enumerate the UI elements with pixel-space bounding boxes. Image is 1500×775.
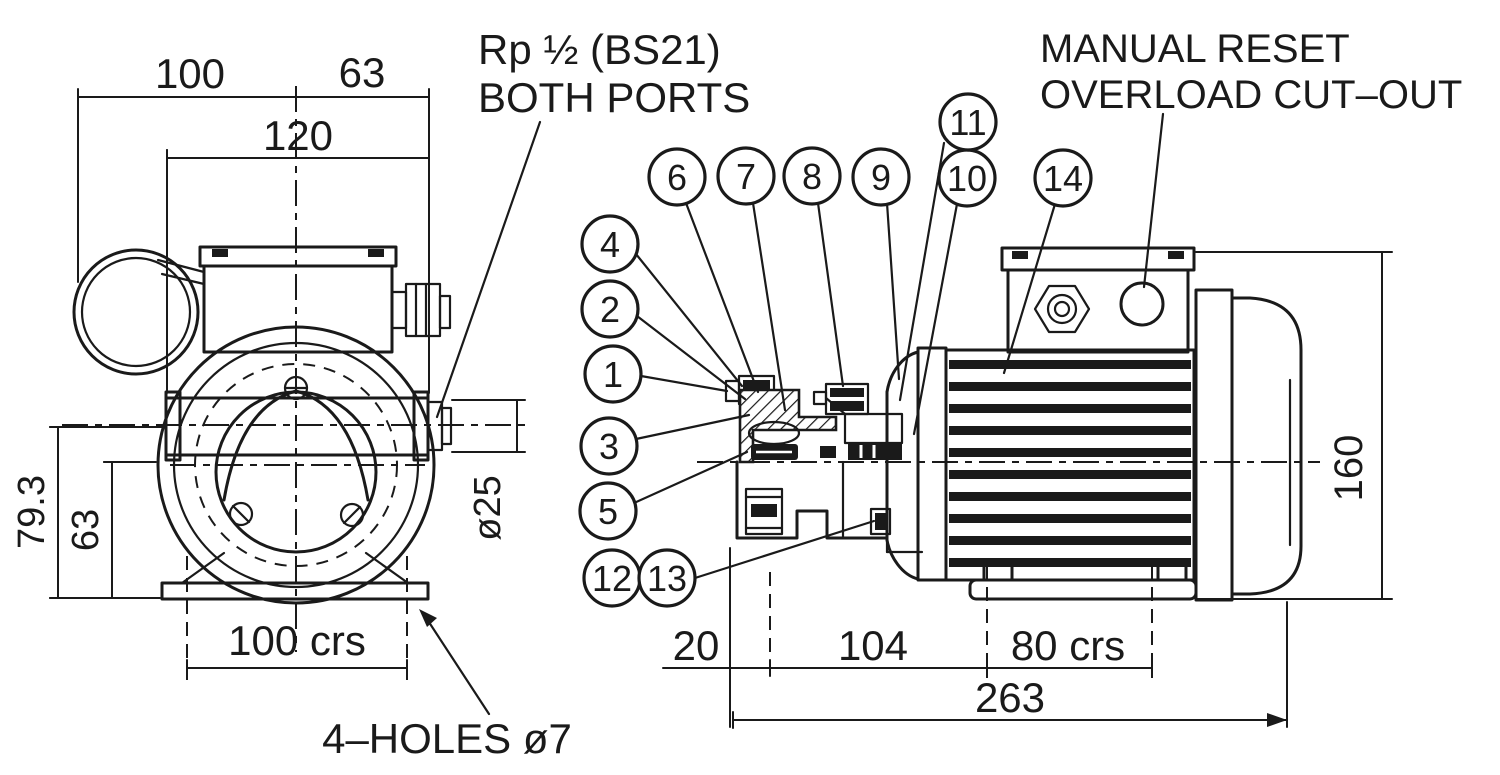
callout-11: 11 (938, 92, 998, 152)
dim-text-263: 263 (975, 674, 1045, 721)
dim-text-100: 100 (155, 50, 225, 97)
ports-leader-line (435, 120, 542, 419)
pump-head-section (724, 374, 904, 464)
dim-text-79.3: 79.3 (11, 475, 53, 549)
ports-note-line1: Rp ½ (BS21) (478, 26, 721, 73)
motor-end-cap (1230, 296, 1303, 596)
pump-body-front (156, 325, 436, 605)
callout-9: 9 (851, 147, 911, 207)
reset-leader-line (1142, 112, 1165, 289)
pump-bracket (735, 460, 892, 540)
callout-2: 2 (580, 279, 640, 339)
callout-7-label: 7 (736, 156, 756, 197)
motor-body (916, 246, 1303, 602)
motor-end-housing (1194, 288, 1234, 602)
callout-13: 13 (637, 548, 697, 608)
lid-clip (1168, 251, 1184, 259)
dim-text-80crs: 80 crs (1011, 622, 1125, 669)
ports-note-line2: BOTH PORTS (478, 74, 750, 121)
dim-text-63-height: 63 (65, 509, 107, 551)
bolt-circle (194, 363, 398, 567)
dim-63-height: 63 (65, 461, 157, 599)
callout-14-label: 14 (1043, 158, 1083, 199)
dim-100-63: 100 63 (77, 49, 430, 394)
callout-10-label: 10 (947, 158, 987, 199)
callout-2-label: 2 (600, 289, 620, 330)
foot-plate (968, 578, 1198, 601)
seal-housing (843, 412, 904, 445)
dim-arrowhead (1267, 713, 1287, 727)
holes-note-text: 4–HOLES ø7 (322, 715, 572, 762)
terminal-box-front (198, 245, 398, 354)
reset-note-line1: MANUAL RESET (1040, 27, 1350, 71)
callout-leaders (632, 141, 1057, 580)
dim-263: 263 (732, 601, 1288, 729)
dim-text-104: 104 (838, 622, 908, 669)
callout-11-label: 11 (949, 102, 986, 143)
cable-gland (390, 282, 452, 338)
dim-text-port-bore: ø25 (467, 475, 509, 540)
lid-clip (212, 249, 228, 257)
lid-clip (368, 249, 384, 257)
callout-1: 1 (583, 344, 643, 404)
ports-note: Rp ½ (BS21) BOTH PORTS (435, 26, 750, 419)
dim-text-100crs: 100 crs (228, 617, 366, 664)
motor-front-ring (916, 346, 948, 582)
valve-stem (812, 390, 828, 406)
lid-clip (1012, 251, 1028, 259)
dim-text-20: 20 (673, 622, 720, 669)
callout-14: 14 (1033, 148, 1093, 208)
callout-10: 10 (937, 148, 997, 208)
callout-6: 6 (647, 147, 707, 207)
dim-160: 160 (1195, 251, 1393, 600)
callout-13-label: 13 (647, 558, 687, 599)
clamp-knob (744, 487, 784, 536)
cover-arch (222, 389, 370, 502)
callout-12-label: 12 (592, 558, 632, 599)
cover-screw (228, 501, 254, 527)
callout-6-label: 6 (667, 157, 687, 198)
callout-5-label: 5 (598, 491, 618, 532)
base-plate-front (160, 551, 430, 601)
callout-8: 8 (782, 146, 842, 206)
port-flange (164, 390, 453, 462)
port-spigot-end (440, 406, 453, 446)
gland-hex-bolt (1033, 284, 1091, 334)
front-view: 100 63 120 79.3 63 (11, 49, 572, 762)
motor-feet (968, 558, 1198, 601)
dim-port-bore: ø25 (451, 399, 526, 541)
side-view: 20 104 80 crs 263 160 (662, 246, 1393, 729)
callout-4: 4 (580, 214, 640, 274)
leader-arrowhead (419, 609, 437, 627)
reset-note: MANUAL RESET OVERLOAD CUT–OUT (1040, 27, 1462, 289)
callouts: 1 2 3 4 5 6 7 8 9 10 11 12 13 14 (578, 92, 1093, 608)
cover-screw (339, 502, 365, 528)
casing-hatch (738, 388, 838, 464)
reset-note-line2: OVERLOAD CUT–OUT (1040, 73, 1462, 117)
dim-100crs: 100 crs (186, 556, 408, 682)
callout-5: 5 (578, 481, 638, 541)
dim-120: 120 (166, 112, 430, 394)
terminal-box-side (1000, 246, 1196, 354)
capacitor (72, 248, 206, 376)
callout-4-label: 4 (600, 224, 620, 265)
dim-text-63-top: 63 (339, 49, 386, 96)
callout-7: 7 (716, 146, 776, 206)
callout-1-label: 1 (603, 354, 623, 395)
dim-20-104-80: 20 104 80 crs (662, 547, 1153, 728)
callout-8-label: 8 (802, 156, 822, 197)
callout-3-label: 3 (599, 426, 619, 467)
dim-79-3: 79.3 (11, 426, 165, 599)
dim-text-120: 120 (263, 112, 333, 159)
callout-9-label: 9 (871, 157, 891, 198)
holes-note: 4–HOLES ø7 (322, 609, 572, 762)
dim-text-160: 160 (1327, 435, 1371, 502)
reset-button-hole (1119, 281, 1165, 327)
callout-3: 3 (579, 416, 639, 476)
callout-12: 12 (582, 548, 642, 608)
motor-flange-bell (885, 350, 924, 581)
cooling-fins (949, 360, 1191, 567)
